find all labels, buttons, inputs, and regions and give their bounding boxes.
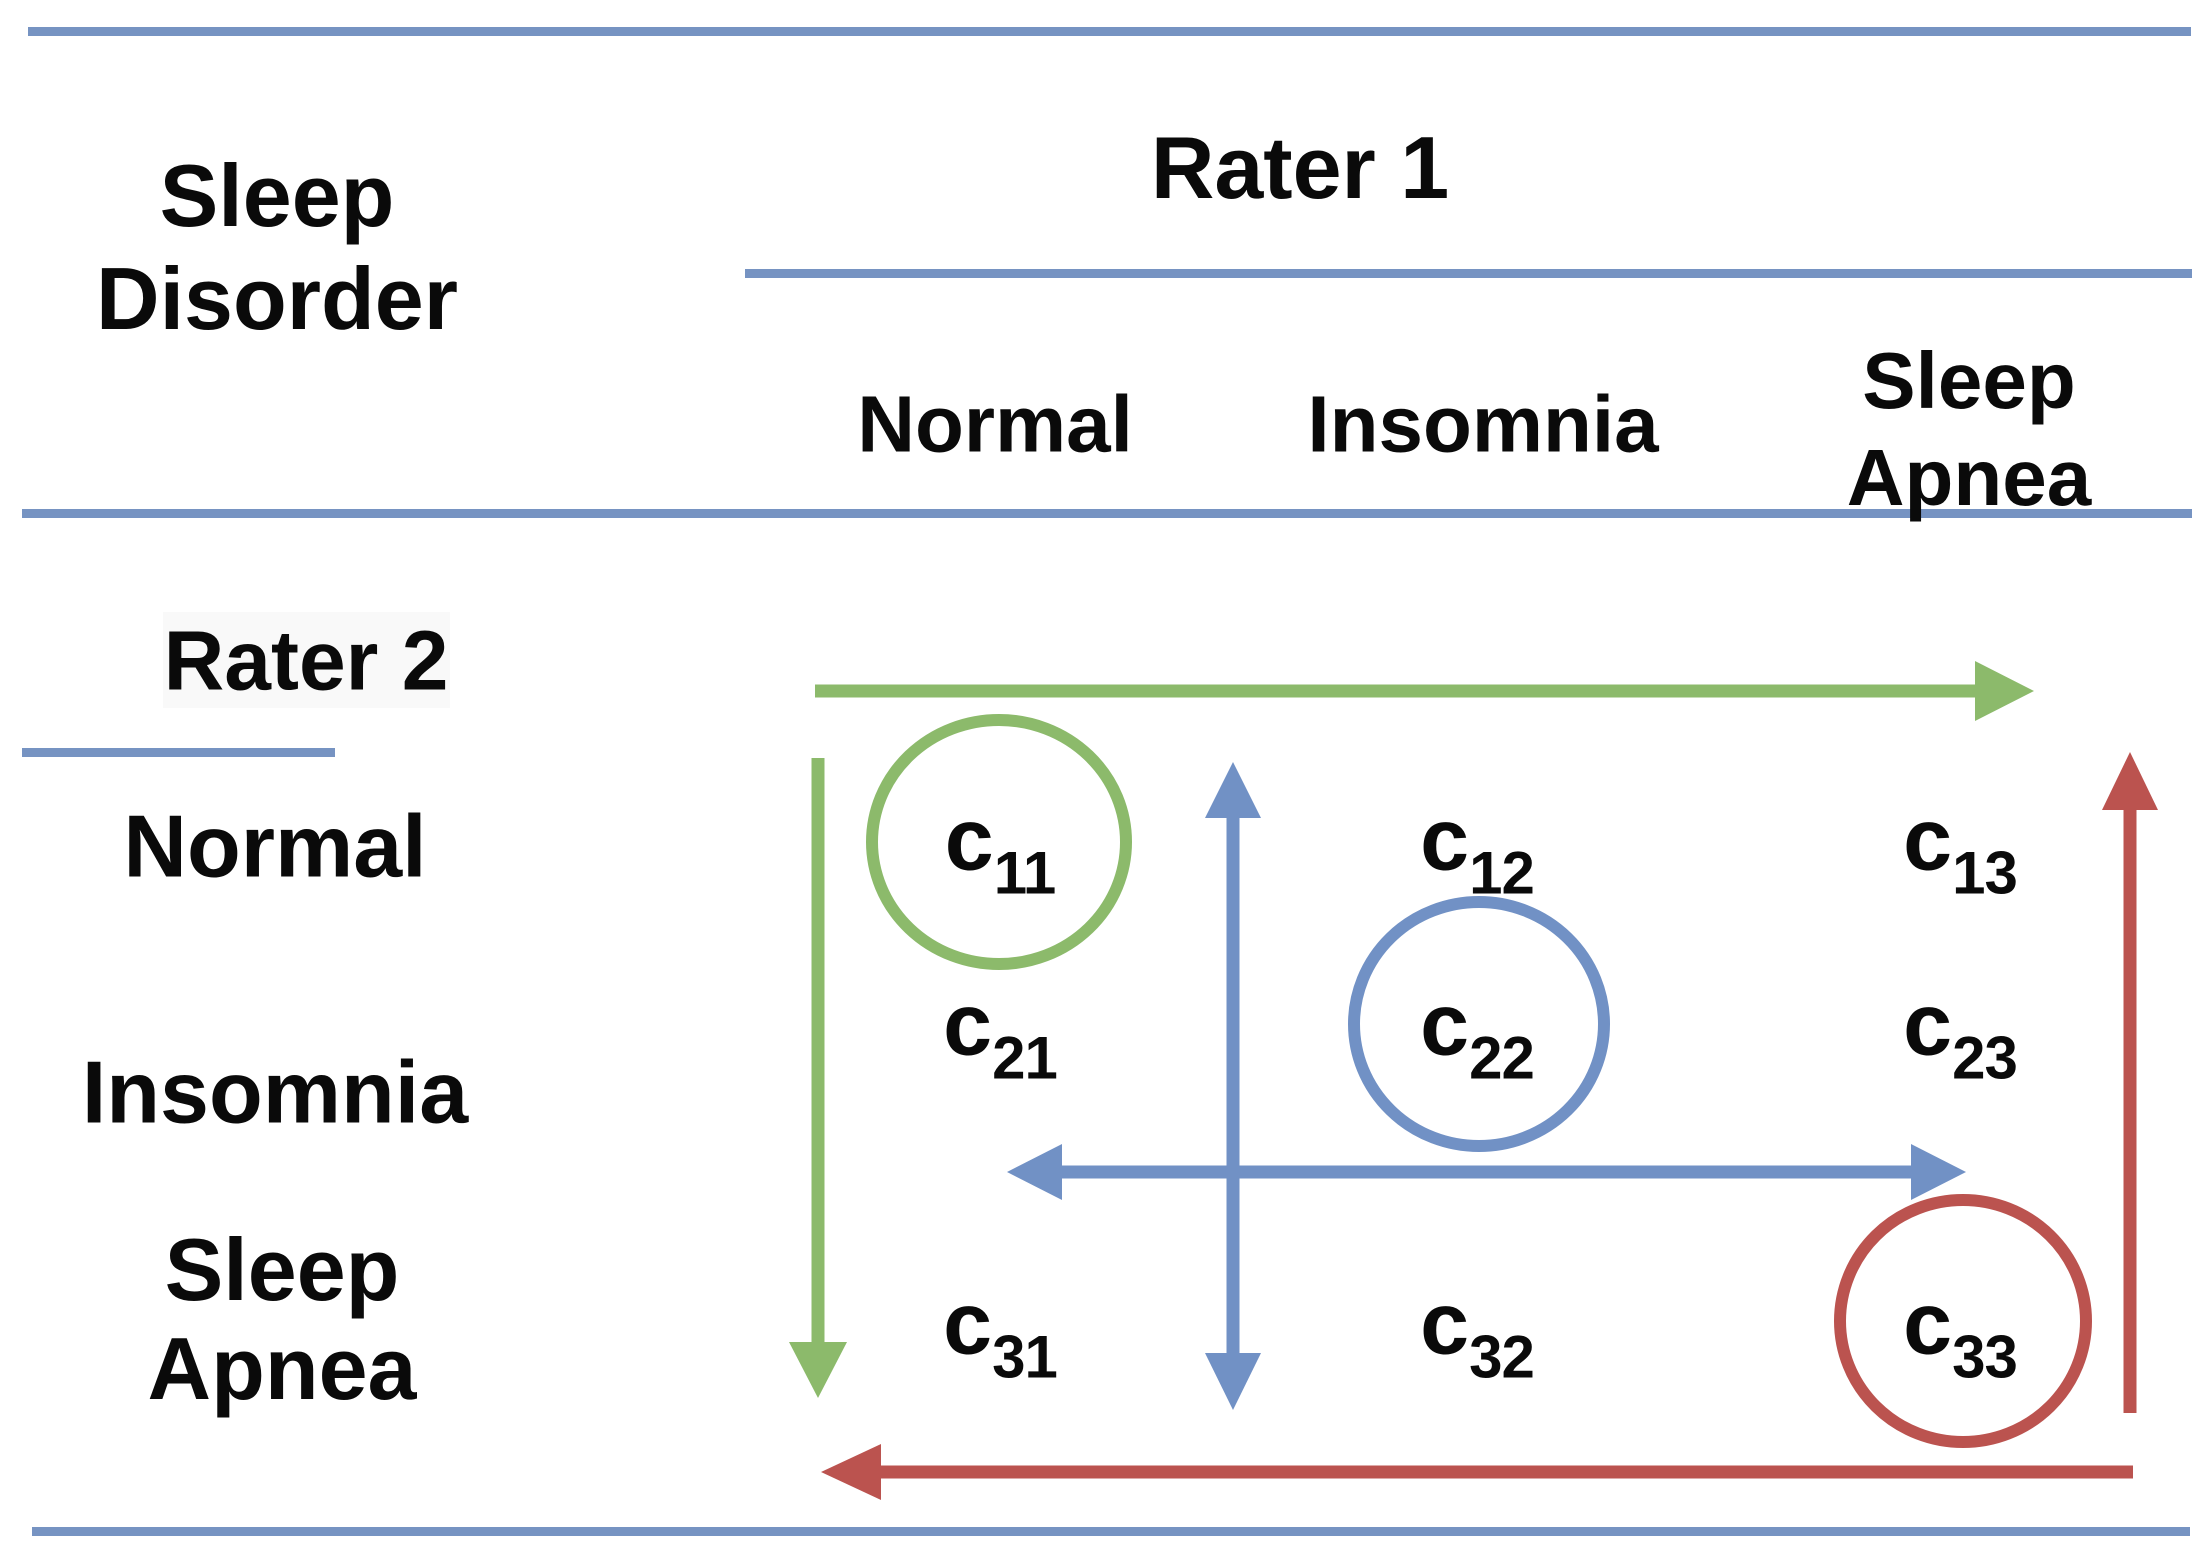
blue-vertical-double-arrow [1205,762,1261,1410]
rater1-header: Rater 1 [1150,118,1450,217]
header-bottom-rule [22,509,2192,518]
cell-c11: c11 [944,789,1056,907]
table-top-border-rule [28,27,2191,36]
rater2-header: Rater 2 [163,613,449,708]
corner-title-sleep-disorder: Sleep Disorder [96,144,458,350]
green-row-sweep-arrow [815,661,2034,721]
col-header-sleep-apnea: Sleep Apnea [1846,336,2092,522]
blue-horizontal-double-arrow [1007,1144,1966,1200]
cell-c31: c31 [943,1273,1058,1391]
rater2-highlight-box [163,612,450,708]
row-header-sleep-apnea: Sleep Apnea [147,1220,417,1418]
table-bottom-border-rule [32,1527,2190,1536]
col-header-normal: Normal [857,379,1133,469]
cell-c23: c23 [1903,974,2018,1092]
cell-c13: c13 [1903,789,2018,907]
cell-c21: c21 [943,974,1058,1092]
green-circle-c11 [866,714,1132,970]
corner-title-line2: Disorder [96,249,458,348]
cell-c22: c22 [1420,974,1535,1092]
row-header-insomnia: Insomnia [81,1042,469,1142]
red-column-up-arrow [2102,752,2158,1413]
blue-circle-c22 [1348,896,1610,1152]
col-header-insomnia: Insomnia [1307,379,1659,469]
rater1-underline-rule [745,269,2192,278]
cell-c12: c12 [1420,789,1535,907]
red-circle-c33 [1834,1194,2092,1448]
rater2-underline-rule [22,748,335,757]
green-column-down-arrow [789,758,847,1398]
cell-c33: c33 [1903,1273,2018,1391]
row-header-normal: Normal [123,796,427,896]
red-row-left-arrow [821,1444,2133,1500]
corner-title-line1: Sleep [159,146,395,245]
cell-c32: c32 [1420,1273,1535,1391]
